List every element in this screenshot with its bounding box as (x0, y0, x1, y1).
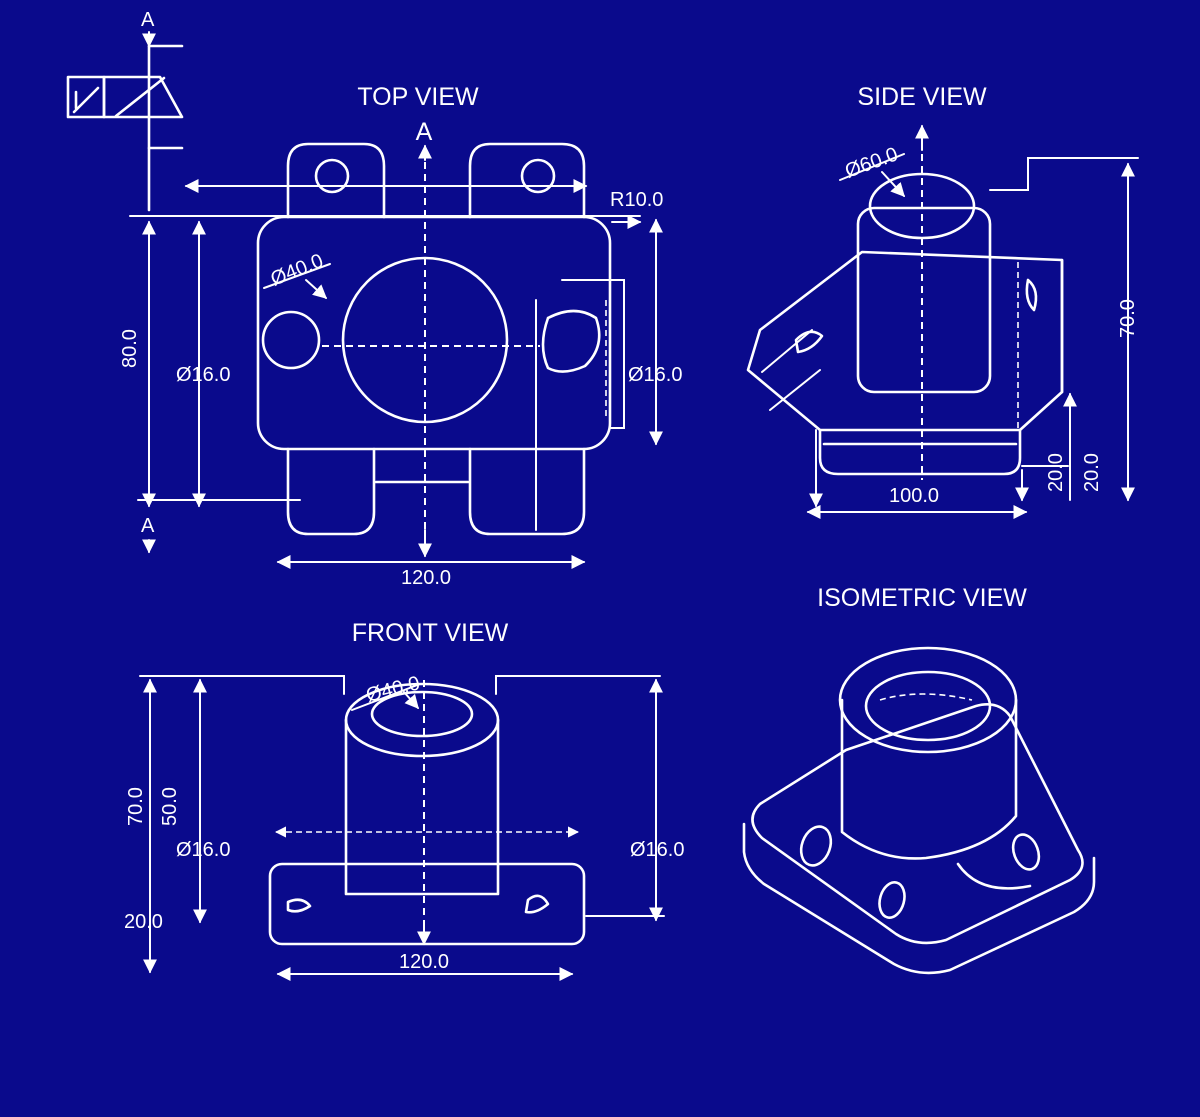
side-bore-dia-label: Ø60.0 (842, 143, 901, 182)
side-base-b-label: 20.0 (1081, 453, 1103, 492)
top-view-foot-right (468, 447, 586, 536)
front-view-boss (344, 718, 500, 896)
top-view-lug-right (468, 142, 586, 219)
top-view: TOP VIEW A R10.0 80.0 (119, 83, 682, 589)
isometric-boss (840, 698, 1018, 860)
side-height-label: 70.0 (1117, 299, 1139, 338)
front-right-dia-label: Ø16.0 (630, 839, 684, 861)
section-marker-center: A (416, 118, 433, 146)
section-marker-bottom: A (141, 515, 155, 537)
side-width-label: 100.0 (889, 485, 939, 507)
top-view-title: TOP VIEW (357, 83, 479, 111)
top-width-label: 120.0 (401, 567, 451, 589)
front-view-title: FRONT VIEW (352, 619, 509, 647)
section-symbol: A A (66, 9, 184, 554)
side-base-a-label: 20.0 (1045, 453, 1067, 492)
front-view: FRONT VIEW Ø40.0 70.0 50.0 Ø16.0 20.0 Ø1… (124, 619, 684, 981)
top-right-dia-label: Ø16.0 (628, 364, 682, 386)
top-hole-dia-label: Ø40.0 (268, 250, 327, 291)
top-view-foot-left (286, 447, 376, 536)
side-view-boss (856, 206, 992, 394)
front-boss-height-label: 50.0 (159, 787, 181, 826)
top-view-lug-left (286, 142, 386, 219)
front-height-label: 70.0 (125, 787, 147, 826)
top-radius-label: R10.0 (610, 189, 663, 211)
top-left-dia-label: Ø16.0 (176, 364, 230, 386)
front-view-base (268, 862, 586, 946)
side-view-base (746, 250, 1064, 432)
isometric-view: ISOMETRIC VIEW (742, 584, 1096, 975)
side-view: SIDE VIEW Ø60.0 70.0 20.0 20.0 (746, 83, 1139, 519)
top-view-left-hole (261, 310, 321, 370)
top-height-label: 80.0 (119, 329, 141, 368)
front-width-label: 120.0 (399, 951, 449, 973)
front-left-dia-label: Ø16.0 (176, 839, 230, 861)
front-base-height-label: 20.0 (124, 911, 163, 933)
isometric-view-title: ISOMETRIC VIEW (817, 584, 1027, 612)
isometric-base-top (751, 703, 1084, 945)
side-view-title: SIDE VIEW (857, 83, 987, 111)
section-marker-top: A (141, 9, 155, 31)
